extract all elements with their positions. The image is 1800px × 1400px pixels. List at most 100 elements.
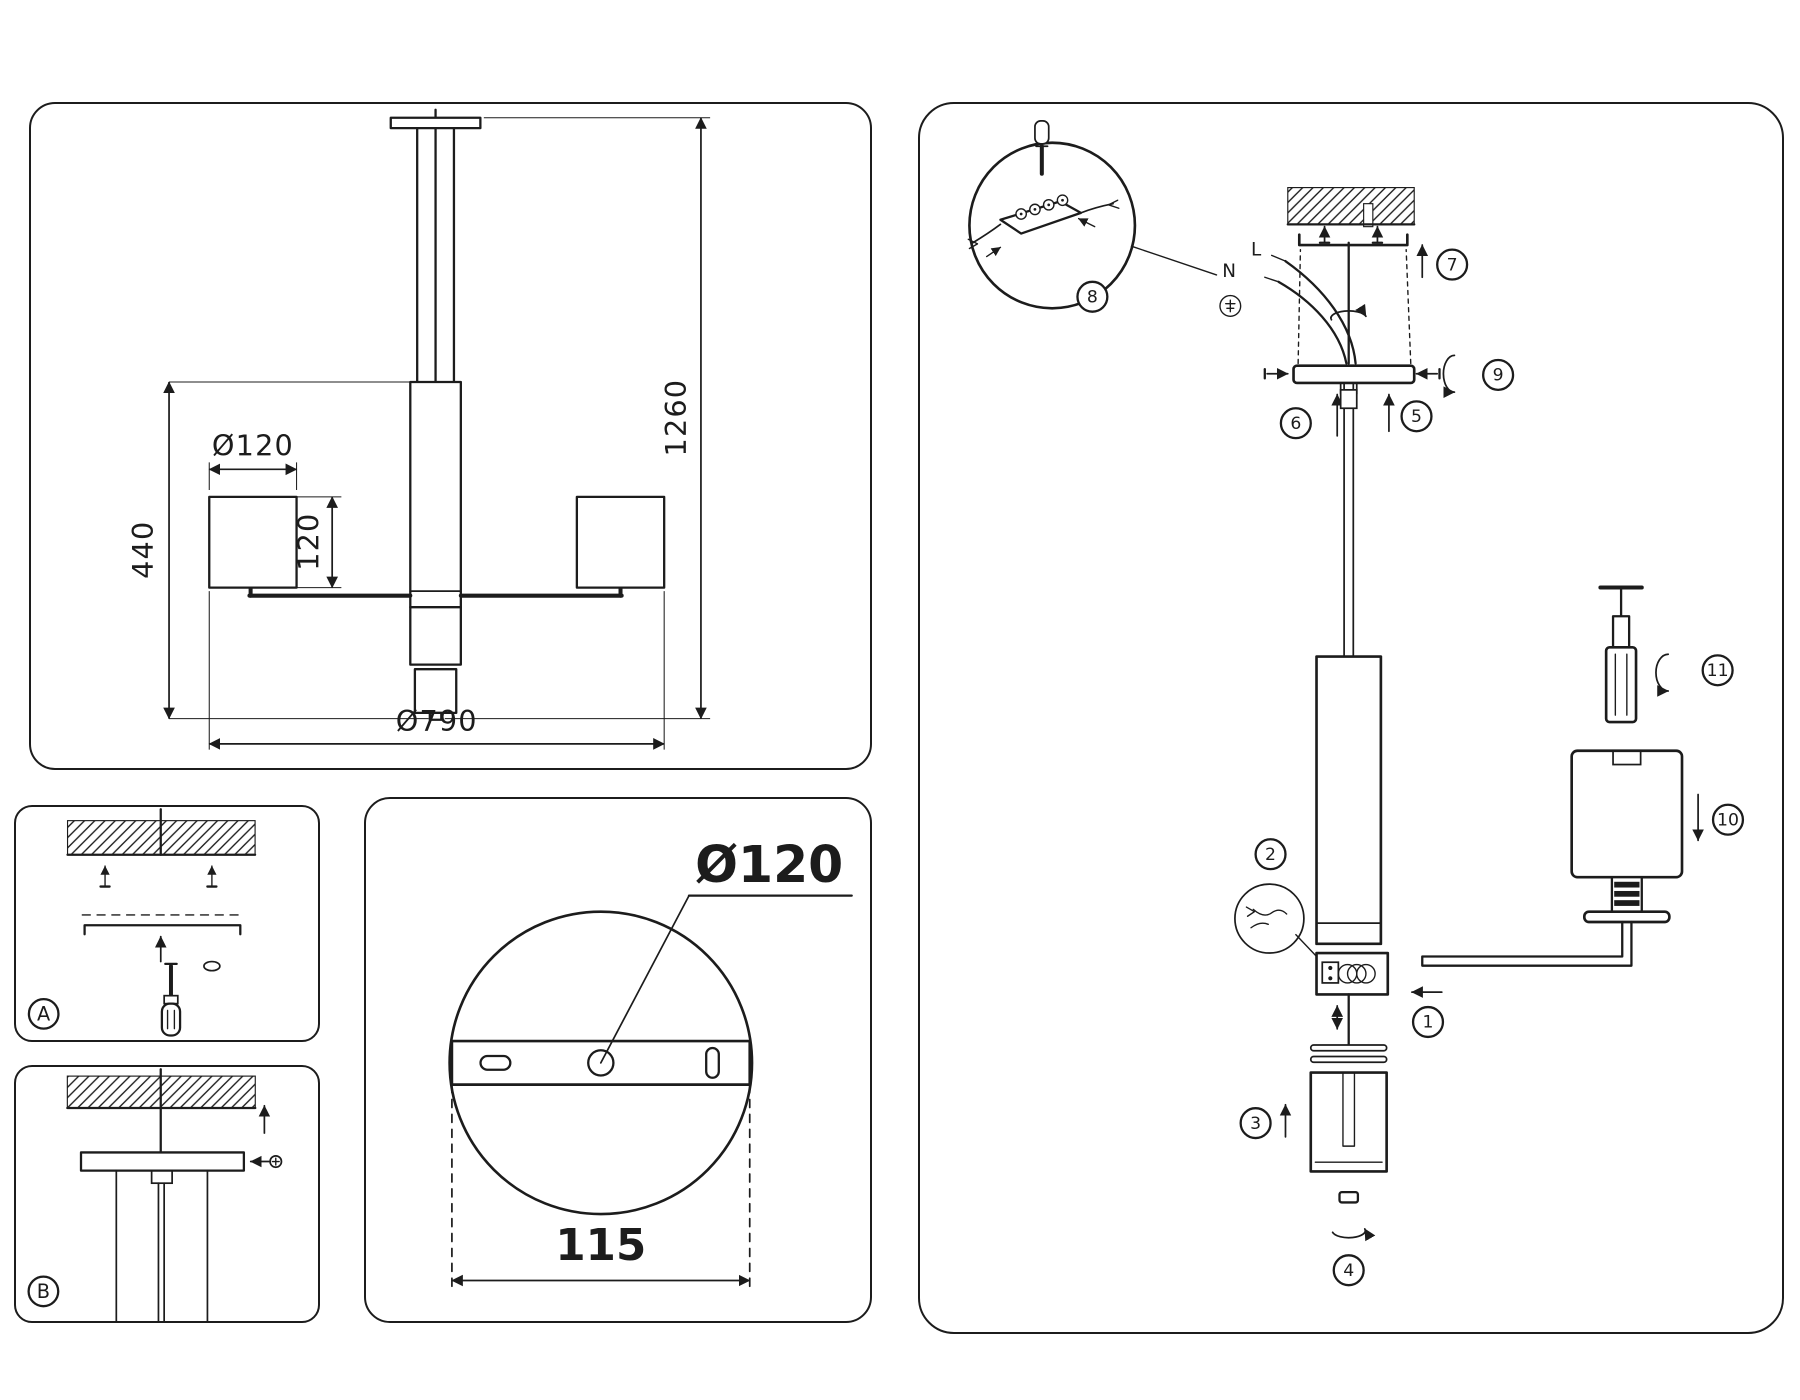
canopy-plate <box>79 1151 246 1172</box>
washer <box>203 960 221 972</box>
hole-spacing-dimension: 115 <box>451 1083 751 1291</box>
wire-fork-right <box>1080 199 1120 214</box>
step-1-number: 1 <box>1423 1013 1434 1033</box>
assembly-panel: 7 N L <box>918 102 1784 1334</box>
ground-symbol <box>1219 294 1242 317</box>
chandelier-front-view <box>208 108 666 721</box>
wire-n-label: N <box>1222 261 1236 282</box>
bottom-finial <box>428 711 443 721</box>
mini-screwdriver-icon <box>1034 120 1050 176</box>
strain-relief-block <box>150 1169 173 1185</box>
screw-right <box>206 865 218 888</box>
step-9-badge: 9 <box>1482 358 1515 392</box>
step-b-panel: B <box>14 1065 320 1323</box>
step-4-badge: 4 <box>1332 1254 1365 1287</box>
lamp-post-assembly <box>1598 585 1644 724</box>
lamp-arm-tube <box>1421 920 1633 967</box>
rotate-icon-9 <box>1442 354 1456 398</box>
step-9-number: 9 <box>1493 366 1504 386</box>
left-shade <box>208 495 298 589</box>
step-1-badge: 1 <box>1411 1005 1445 1039</box>
center-hole <box>587 1049 615 1077</box>
step-4-number: 4 <box>1343 1261 1354 1281</box>
canopy-plate <box>1292 364 1416 385</box>
end-cap <box>1338 1190 1360 1204</box>
wire-detail-bubble <box>1234 883 1319 959</box>
insert-arrow-right <box>1077 217 1096 228</box>
dimension-shade-height: 120 <box>291 496 342 589</box>
dimension-drop-height: 440 <box>126 381 429 720</box>
assembly-drawing: 7 N L <box>967 120 1745 1287</box>
lamp-socket <box>1610 876 1643 913</box>
step-a-badge: A <box>27 997 60 1030</box>
canopy-screw-right <box>1415 367 1441 380</box>
step-2-badge: 2 <box>1254 838 1287 871</box>
total-diameter-label: Ø790 <box>396 704 478 738</box>
arm-disc <box>1582 910 1671 924</box>
central-lower-tube <box>409 606 462 666</box>
bubble-leader <box>1130 245 1218 276</box>
step-a-label: A <box>37 1003 51 1026</box>
central-rod <box>1339 382 1358 658</box>
plate-diameter-label: Ø120 <box>695 835 843 894</box>
step-8-badge: 8 <box>1076 280 1109 313</box>
step-b-badge: B <box>27 1275 60 1308</box>
terminal-detail-bubble <box>967 120 1218 310</box>
rotate-icon-top <box>1330 303 1367 321</box>
slot-left <box>479 1054 512 1071</box>
screwdriver-icon <box>160 962 182 1037</box>
step-3-badge: 3 <box>1239 1107 1272 1140</box>
step-b-drawing: B <box>27 1068 283 1322</box>
step-b-label: B <box>37 1280 50 1303</box>
connector-block <box>1315 951 1390 996</box>
step-6-badge: 6 <box>1279 407 1312 440</box>
ring-lower <box>1309 1055 1388 1064</box>
ceiling-canopy <box>389 116 482 130</box>
step-5-number: 5 <box>1411 407 1422 427</box>
step-5-badge: 5 <box>1400 400 1433 433</box>
step-3-number: 3 <box>1250 1114 1261 1134</box>
mounting-bracket <box>83 924 242 936</box>
step-7-number: 7 <box>1447 255 1458 275</box>
suspension-rods <box>416 126 456 384</box>
cube-shade <box>1570 749 1684 879</box>
step-a-drawing: A <box>27 808 257 1037</box>
step-2-number: 2 <box>1265 845 1276 865</box>
canopy-screw-left <box>1263 367 1289 380</box>
lamp-arms <box>247 585 624 598</box>
diameter-callout: Ø120 <box>599 835 853 1064</box>
glass-shade <box>1309 1071 1388 1173</box>
dimension-panel: Ø120 440 120 1260 Ø790 <box>29 102 872 770</box>
plate-drawing: Ø120 115 <box>448 835 853 1291</box>
side-screw <box>249 1154 283 1169</box>
total-height-label: 1260 <box>659 379 693 457</box>
shade-height-label: 120 <box>291 513 325 571</box>
step-10-badge: 10 <box>1711 803 1745 836</box>
plate-circle <box>448 910 754 1216</box>
step-8-number: 8 <box>1087 288 1098 308</box>
ceiling <box>1286 187 1416 228</box>
step-a-panel: A <box>14 805 320 1042</box>
insert-arrow-left <box>985 246 1002 258</box>
drop-height-label: 440 <box>126 521 160 579</box>
ring-upper <box>1309 1044 1388 1052</box>
slot-right <box>705 1046 720 1079</box>
suspension-rods <box>115 1169 209 1322</box>
step-11-number: 11 <box>1707 661 1729 681</box>
step-6-number: 6 <box>1290 414 1301 434</box>
rotate-icon-11 <box>1655 653 1670 697</box>
right-shade <box>575 495 666 589</box>
shade-diameter-label: Ø120 <box>212 429 294 463</box>
central-body <box>1315 655 1383 946</box>
mounting-bracket <box>1297 225 1409 247</box>
alignment-guides <box>1297 248 1412 365</box>
wire-fork-left <box>967 223 1002 250</box>
supply-wires <box>1264 254 1357 365</box>
hole-spacing-label: 115 <box>555 1221 646 1271</box>
terminal-block <box>999 194 1083 235</box>
step-11-badge: 11 <box>1701 654 1734 687</box>
wire-l-label: L <box>1251 239 1262 260</box>
dimension-total-diameter: Ø790 <box>208 591 665 750</box>
dimension-shade-diameter: Ø120 <box>208 429 298 490</box>
